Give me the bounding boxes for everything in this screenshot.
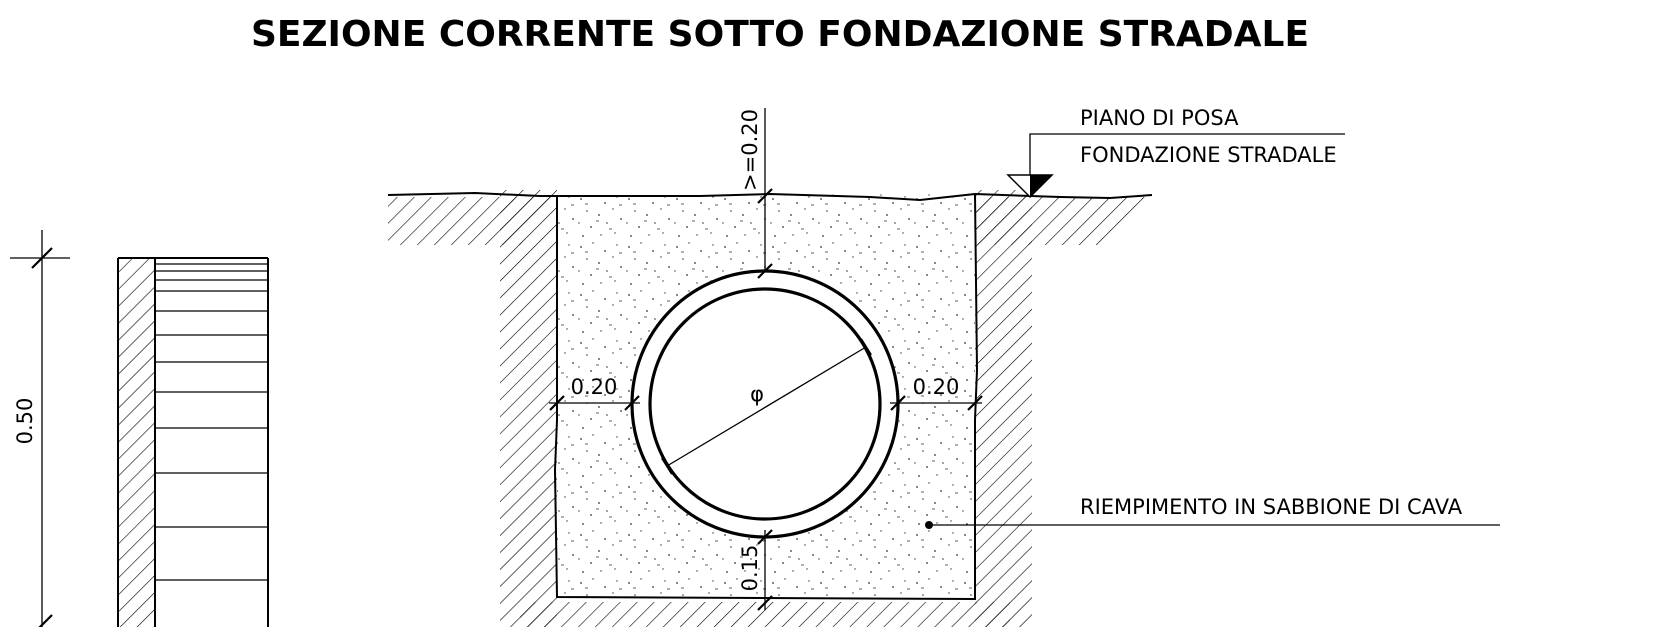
ground-hatch: [388, 190, 1160, 627]
bottom-clearance-label: 0.15: [738, 545, 762, 592]
left-clearance-label: 0.20: [571, 375, 618, 399]
height-label: 0.50: [13, 398, 37, 445]
trench-outline: [553, 193, 979, 601]
fill-leader: [925, 521, 1500, 529]
layer-detail: [117, 257, 269, 627]
right-clearance-label: 0.20: [913, 375, 960, 399]
diameter-dimension: [661, 338, 872, 475]
level-label-line2: FONDAZIONE STRADALE: [1080, 143, 1337, 167]
left-clearance-dimension: [549, 395, 640, 411]
height-dimension: [10, 230, 70, 627]
cover-label: >=0.20: [738, 109, 762, 191]
pipe-inner: [648, 287, 882, 521]
drawing-title: SEZIONE CORRENTE SOTTO FONDAZIONE STRADA…: [251, 14, 1309, 55]
right-clearance-dimension: [890, 395, 983, 411]
cover-dimension: [757, 108, 773, 279]
bottom-clearance-dimension: [757, 529, 773, 611]
diameter-symbol: φ: [750, 382, 764, 406]
level-marker: [1006, 133, 1345, 199]
ground-line: [387, 191, 1153, 202]
level-label-line1: PIANO DI POSA: [1080, 106, 1239, 130]
fill-label: RIEMPIMENTO IN SABBIONE DI CAVA: [1080, 495, 1463, 519]
